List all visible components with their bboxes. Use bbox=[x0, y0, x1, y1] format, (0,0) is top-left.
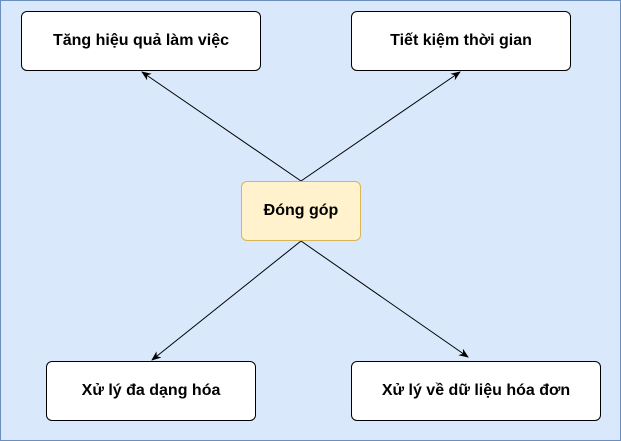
node-dong-gop-center[interactable]: Đóng góp bbox=[241, 181, 361, 241]
node-xu-ly-da-dang-hoa[interactable]: Xử lý đa dạng hóa bbox=[46, 361, 256, 421]
node-label: Xử lý về dữ liệu hóa đơn bbox=[381, 382, 571, 399]
node-label: Tăng hiệu quả làm việc bbox=[52, 32, 230, 49]
node-label: Xử lý đa dạng hóa bbox=[81, 382, 221, 399]
node-xu-ly-du-lieu-hoa-don[interactable]: Xử lý về dữ liệu hóa đơn bbox=[351, 361, 601, 421]
node-tiet-kiem-thoi-gian[interactable]: Tiết kiệm thời gian bbox=[351, 11, 571, 71]
node-label: Tiết kiệm thời gian bbox=[390, 32, 532, 49]
node-tang-hieu-qua[interactable]: Tăng hiệu quả làm việc bbox=[21, 11, 261, 71]
node-label: Đóng góp bbox=[263, 202, 339, 219]
edge-center-to-bottom-left bbox=[151, 240, 302, 361]
edge-center-to-top-left bbox=[141, 71, 302, 182]
edge-center-to-top-right bbox=[300, 71, 461, 182]
edge-center-to-bottom-right bbox=[300, 240, 469, 358]
